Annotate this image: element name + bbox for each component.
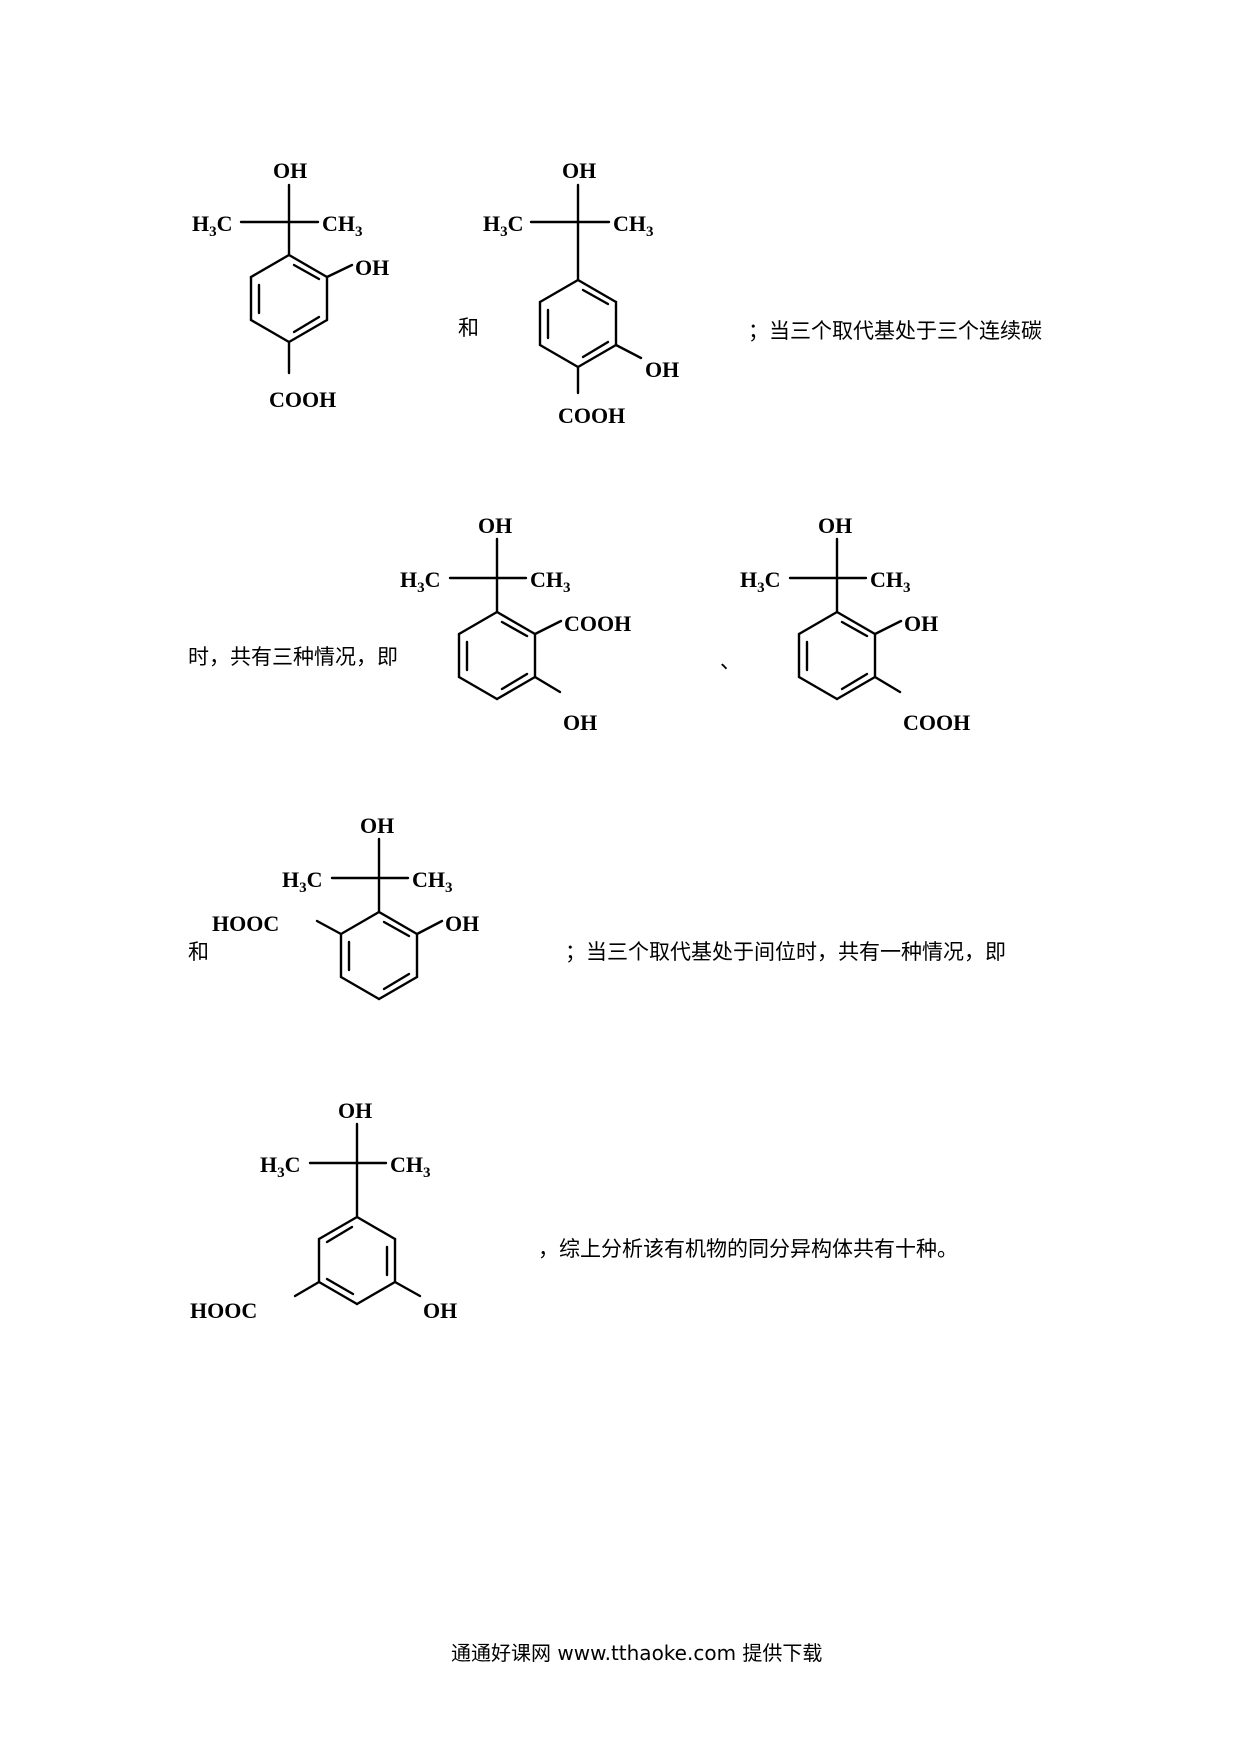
label-oh: OH — [645, 357, 679, 382]
text-line2-lead: 时，共有三种情况，即 — [188, 645, 398, 669]
label-ch3: CH3 — [390, 1152, 431, 1181]
label-oh: OH — [273, 158, 307, 183]
label-ch3: CH3 — [613, 211, 654, 240]
label-cooh: COOH — [269, 387, 336, 412]
structure-4: OH H3C CH3 OH COOH — [740, 513, 970, 735]
label-oh: OH — [360, 813, 394, 838]
structure-2: OH H3C CH3 OH COOH — [483, 158, 679, 428]
label-h3c: H3C — [260, 1152, 301, 1181]
structure-5: OH H3C CH3 HOOC OH — [212, 813, 479, 1001]
label-oh: OH — [478, 513, 512, 538]
label-hooc: HOOC — [212, 911, 279, 936]
text-and-2: 和 — [188, 940, 209, 964]
label-oh: OH — [355, 255, 389, 280]
structure-6: OH H3C CH3 HOOC OH — [190, 1098, 457, 1323]
structure-3: OH H3C CH3 COOH OH — [400, 513, 631, 735]
label-ch3: CH3 — [530, 567, 571, 596]
label-oh: OH — [445, 911, 479, 936]
footer-text: 通通好课网 www.tthaoke.com 提供下载 — [451, 1641, 823, 1665]
label-oh: OH — [562, 158, 596, 183]
text-line4-tail: ，综上分析该有机物的同分异构体共有十种。 — [538, 1237, 958, 1261]
label-ch3: CH3 — [870, 567, 911, 596]
label-h3c: H3C — [400, 567, 441, 596]
label-cooh: COOH — [903, 710, 970, 735]
label-oh: OH — [904, 611, 938, 636]
label-hooc: HOOC — [190, 1298, 257, 1323]
structure-1: OH H3C CH3 OH COOH — [192, 158, 389, 412]
text-line1-tail: ；当三个取代基处于三个连续碳 — [748, 319, 1042, 343]
label-oh: OH — [338, 1098, 372, 1123]
text-and-1: 和 — [458, 316, 479, 340]
label-oh: OH — [818, 513, 852, 538]
label-h3c: H3C — [483, 211, 524, 240]
label-ch3: CH3 — [412, 867, 453, 896]
label-cooh: COOH — [564, 611, 631, 636]
label-h3c: H3C — [282, 867, 323, 896]
label-oh: OH — [563, 710, 597, 735]
text-comma: 、 — [720, 649, 741, 673]
label-h3c: H3C — [192, 211, 233, 240]
label-oh: OH — [423, 1298, 457, 1323]
label-ch3: CH3 — [322, 211, 363, 240]
label-cooh: COOH — [558, 403, 625, 428]
label-h3c: H3C — [740, 567, 781, 596]
text-line3-tail: ；当三个取代基处于间位时，共有一种情况，即 — [565, 940, 1006, 964]
